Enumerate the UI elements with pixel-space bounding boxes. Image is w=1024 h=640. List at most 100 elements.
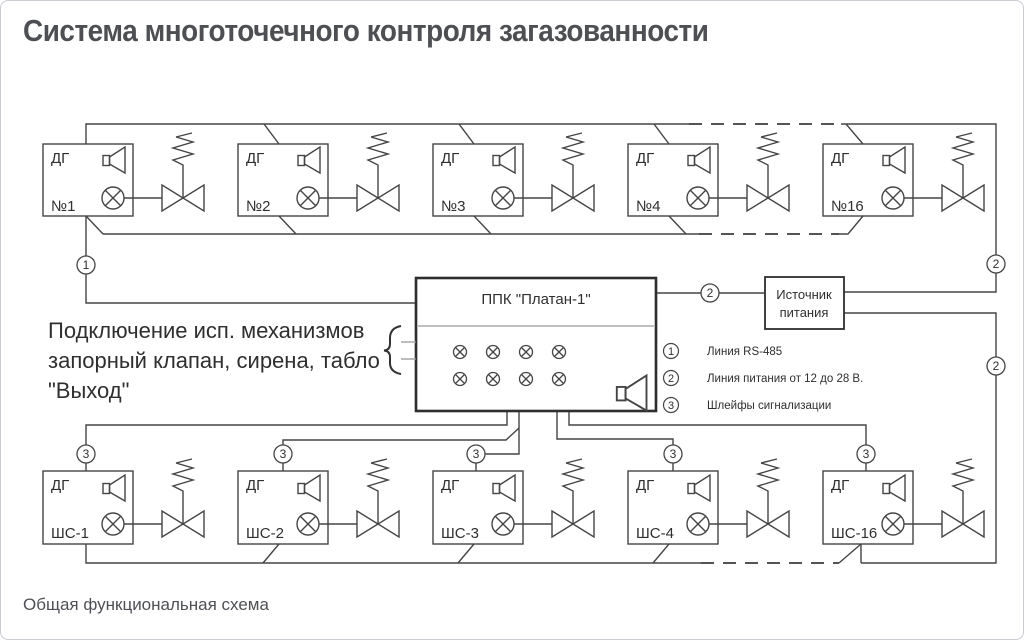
bdiag-16 [838,543,862,564]
rs485-diag-1 [85,215,104,235]
loop-shc1 [85,411,508,471]
detector-num-label: ШС-4 [636,525,674,542]
detector-bottom-1: ДГ ШС-1 [42,458,205,545]
detector-num-label: ШС-1 [51,525,89,542]
rs485-diag-2 [278,215,297,235]
svg-text:Шлейфы сигнализации: Шлейфы сигнализации [707,400,831,412]
detector-type-label: ДГ [636,150,654,167]
detector-type-label: ДГ [51,150,69,167]
svg-text:2: 2 [668,373,674,385]
marker-rs485: 1 [76,255,96,275]
marker-loop: 3 [663,444,683,464]
marker-loop: 3 [273,444,293,464]
detector-num-label: №2 [246,198,270,215]
rs485-diag-4 [668,215,687,235]
detector-top-4: ДГ №4 [627,132,790,217]
detector-num-label: №16 [831,198,864,215]
detector-top-16: ДГ №16 [822,132,985,217]
marker-power: 2 [986,356,1006,376]
drop-top-16 [845,123,864,145]
detector-bottom-4: ДГ ШС-4 [627,458,790,545]
note-line-2: запорный клапан, сирена, табло [48,348,380,373]
line-markers: 1 2 2 2 3 3 3 [76,254,1006,464]
legend-item-loops: 3 Шлейфы сигнализации [662,396,831,414]
dashed-continuation [689,123,841,564]
valve-icon [941,458,985,538]
valve-icon [161,132,205,212]
page-caption: Общая функциональная схема [23,595,269,614]
marker-loop: 3 [76,444,96,464]
legend: 1 Линия RS-485 2 Линия питания от 12 до … [662,342,863,414]
detector-type-label: ДГ [246,150,264,167]
power-bus-top [85,123,689,144]
detector-type-label: ДГ [441,150,459,167]
detector-type-label: ДГ [636,477,654,494]
detector-num-label: ШС-3 [441,525,479,542]
valve-icon [551,458,595,538]
loop-shc3 [485,411,520,455]
detector-bottom-16: ДГ ШС-16 [822,458,985,545]
page-title: Система многоточечного контроля загазова… [23,13,709,48]
power-supply-block: Источник питания [764,276,845,330]
svg-text:2: 2 [707,286,714,300]
detector-num-label: №3 [441,198,465,215]
controller-block: ППК "Платан-1" [414,276,658,413]
power-supply-line-2: питания [780,305,829,320]
loop-shc4 [556,411,674,471]
valve-icon [941,132,985,212]
svg-text:3: 3 [670,447,677,461]
detector-num-label: ШС-2 [246,525,284,542]
detector-top-3: ДГ №3 [432,132,595,217]
power-bus-bottom-right [844,312,997,564]
loop-shc16 [568,411,867,471]
detector-bottom-3: ДГ ШС-3 [432,458,595,545]
detector-type-label: ДГ [51,477,69,494]
svg-text:2: 2 [993,257,1000,271]
valve-icon [356,458,400,538]
detector-top-2: ДГ №2 [237,132,400,217]
marker-loop: 3 [856,444,876,464]
drop-top-3 [458,123,475,145]
svg-text:3: 3 [83,447,90,461]
note-line-1: Подключение исп. механизмов [48,318,364,343]
valve-icon [161,458,205,538]
svg-text:1: 1 [668,346,674,358]
legend-item-rs485: 1 Линия RS-485 [662,342,782,360]
power-bus-bottom [85,544,701,564]
detector-num-label: №1 [51,198,75,215]
power-supply-line-1: Источник [776,287,832,302]
svg-text:Линия RS-485: Линия RS-485 [707,346,782,358]
rs485-bus-end [839,215,864,235]
detector-row-top: ДГ №1 ДГ №2 ДГ №3 [42,132,985,217]
svg-text:Линия питания от 12 до 28 В.: Линия питания от 12 до 28 В. [707,373,863,385]
drop-top-4 [653,123,670,145]
valve-icon [356,132,400,212]
bdiag-2 [262,543,280,564]
detector-row-bottom: ДГ ШС-1 ДГ ШС-2 ДГ ШС-3 [42,458,985,545]
bdiag-3 [457,543,475,564]
detector-num-label: ШС-16 [831,525,877,542]
rs485-diag-3 [473,215,492,235]
valve-icon [746,132,790,212]
valve-icon [551,132,595,212]
svg-text:3: 3 [668,400,674,412]
brace [383,325,402,375]
detector-num-label: №4 [636,198,660,215]
svg-text:3: 3 [863,447,870,461]
actuators-note: Подключение исп. механизмов запорный кла… [48,318,416,403]
detector-type-label: ДГ [831,477,849,494]
svg-text:2: 2 [993,359,1000,373]
detector-bottom-2: ДГ ШС-2 [237,458,400,545]
valve-icon [746,458,790,538]
marker-power: 2 [986,254,1006,274]
detector-top-1: ДГ №1 [42,132,205,217]
svg-text:1: 1 [83,258,90,272]
rs485-to-controller [85,216,416,304]
controller-title: ППК "Платан-1" [481,291,590,308]
drop-top-2 [263,123,280,145]
legend-item-power: 2 Линия питания от 12 до 28 В. [662,369,863,387]
note-line-3: "Выход" [48,378,129,403]
svg-text:3: 3 [280,447,287,461]
